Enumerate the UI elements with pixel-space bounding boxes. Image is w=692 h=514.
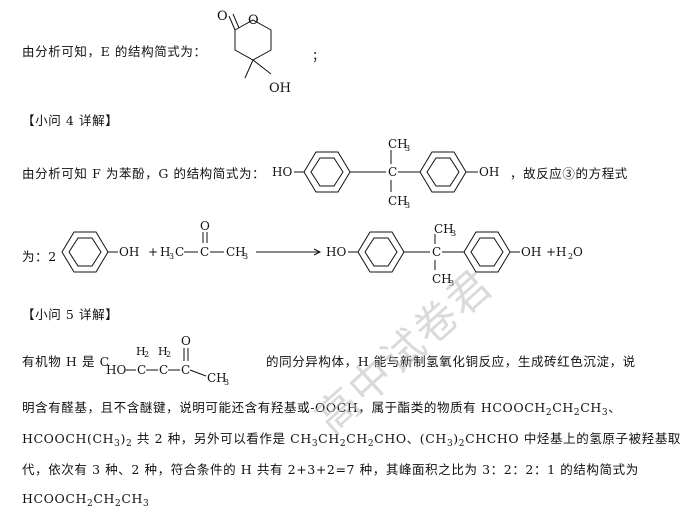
svg-text:HO: HO [106,363,126,377]
molecule-g: HO C CH 3 CH 3 OH [272,137,499,210]
text-reaction-intro: ，故反应③的方程式 [510,166,628,181]
svg-text:+: + [148,245,158,259]
svg-text:2: 2 [166,350,171,359]
svg-text:C: C [181,363,190,377]
svg-text:HO: HO [272,165,292,179]
text-h-description: 的同分异构体，H 能与新制氢氧化铜反应，生成砖红色沉淀，说 [266,354,636,369]
lactone-ring [234,19,272,61]
svg-text:H: H [136,345,146,358]
svg-text:HO: HO [326,245,346,259]
svg-text:C: C [432,245,441,259]
svg-text:2: 2 [568,252,573,261]
heading-q5: 【小问 5 详解】 [22,307,119,322]
svg-text:O: O [200,219,210,233]
carbonyl-o: O [217,9,228,24]
svg-text:C: C [159,363,168,377]
svg-text:OH: OH [479,165,499,179]
text-h-prefix: 有机物 H 是 C [22,354,110,369]
methyl-bond [244,59,254,79]
svg-text:C: C [137,363,146,377]
text-conclusion: 代，依次有 3 种、2 种，符合条件的 H 共有 2+3+2=7 种，其峰面积之… [22,462,639,477]
text-final-formula: HCOOCH2CH2CH3 [22,491,150,509]
text-isomers: HCOOCH(CH3)2 共 2 种，另外可以看作是 CH3CH2CH2CHO、… [22,431,682,449]
svg-text:3: 3 [405,144,410,153]
text-g-structure: 由分析可知 F 为苯酚，G 的结构简式为： [22,166,266,181]
svg-text:2: 2 [144,350,149,359]
svg-text:3: 3 [224,378,229,387]
svg-text:3: 3 [243,252,248,261]
svg-text:CH: CH [432,272,452,286]
svg-text:CH: CH [434,222,454,236]
svg-text:C: C [388,165,397,179]
text-e-structure: 由分析可知，E 的结构简式为： [22,43,207,61]
svg-text:CH: CH [207,371,227,385]
svg-text:O: O [573,245,583,259]
svg-text:3: 3 [169,252,174,261]
oh-label: OH [269,81,291,96]
ring-o: O [248,13,259,28]
svg-text:CH: CH [388,194,408,208]
svg-text:C: C [200,245,209,259]
semicolon: ； [312,48,326,63]
svg-text:C: C [175,245,184,259]
equation-prefix: 为：2 [22,249,57,264]
molecule-e: O O OH [217,9,291,96]
svg-text:H: H [160,245,170,259]
svg-text:OH: OH [521,245,541,259]
svg-text:+H: +H [546,245,567,259]
e-structure-label: 由分析可知，E 的结构简式为： [22,44,207,59]
carbonyl-bond [228,15,236,31]
svg-text:3: 3 [449,279,454,288]
svg-text:H: H [158,345,168,358]
svg-text:3: 3 [451,229,456,238]
svg-text:OH: OH [119,245,139,259]
svg-text:CH: CH [226,245,246,259]
svg-text:3: 3 [405,201,410,210]
svg-text:O: O [181,334,191,348]
hydroxyl-bond [252,59,272,75]
reaction-equation: OH + H 3 C C O CH 3 HO C CH 3 CH 3 OH +H… [61,219,583,288]
heading-q4: 【小问 4 详解】 [22,113,119,128]
svg-text:CH: CH [388,137,408,151]
molecule-h: HO C H 2 C H 2 C O CH CH 3 [106,334,229,387]
text-aldehyde: 明含有醛基，且不含醚键，说明可能还含有羟基或-OOCH，属于酯类的物质有 HCO… [22,400,622,418]
